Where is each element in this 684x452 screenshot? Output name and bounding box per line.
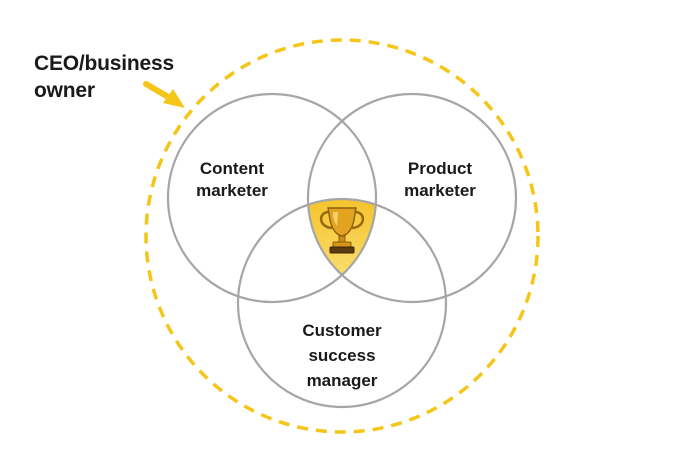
trophy-icon xyxy=(319,207,365,254)
customer-label-line-2: success xyxy=(308,346,376,365)
circle-content-marketer xyxy=(166,92,378,304)
content-label-line-2: marketer xyxy=(196,181,268,200)
customer-label-line-3: manager xyxy=(306,371,378,390)
ceo-business-owner-label: CEO/business owner xyxy=(34,50,174,104)
ceo-label-line-1: CEO/business xyxy=(34,52,174,75)
customer-label-line-1: Customer xyxy=(302,321,382,340)
outer-group-border xyxy=(144,38,540,434)
arrow-icon xyxy=(143,81,185,108)
product-label-line-1: Product xyxy=(407,159,473,178)
customer-success-manager-label: Customer success manager xyxy=(276,318,408,393)
product-marketer-label: Product marketer xyxy=(380,158,500,202)
circle-product-marketer xyxy=(306,92,518,304)
content-marketer-label: Content marketer xyxy=(172,158,292,202)
product-label-line-2: marketer xyxy=(404,181,476,200)
content-label-line-1: Content xyxy=(199,159,265,178)
ceo-label-line-2: owner xyxy=(34,79,95,102)
circle-customer-success-manager xyxy=(236,197,448,409)
